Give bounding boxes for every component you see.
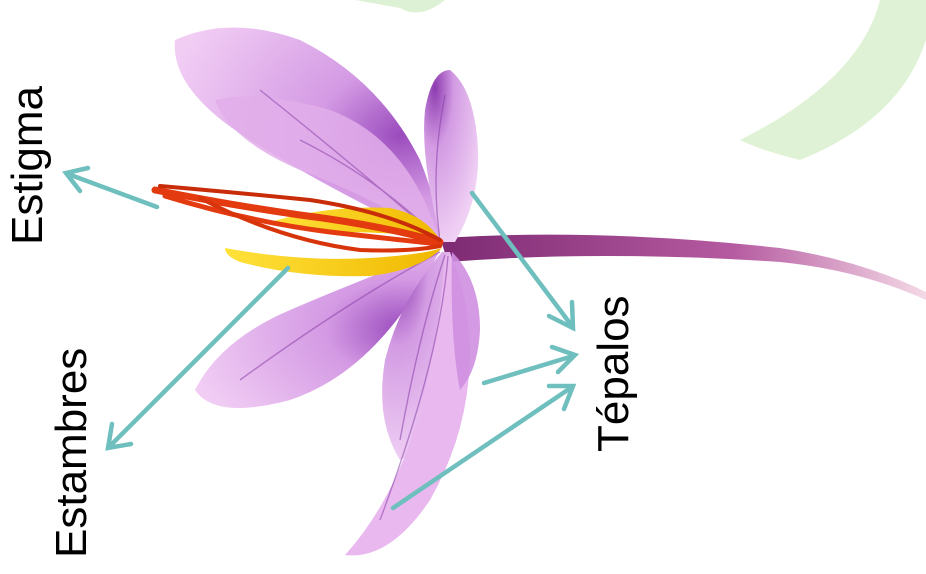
background-leaf-top xyxy=(355,0,445,13)
arrow-to-tepalos-middle xyxy=(484,347,575,383)
background-leaf-right xyxy=(740,0,926,160)
arrow-to-tepalos-upper xyxy=(472,193,573,328)
arrow-to-estigma xyxy=(66,168,157,207)
